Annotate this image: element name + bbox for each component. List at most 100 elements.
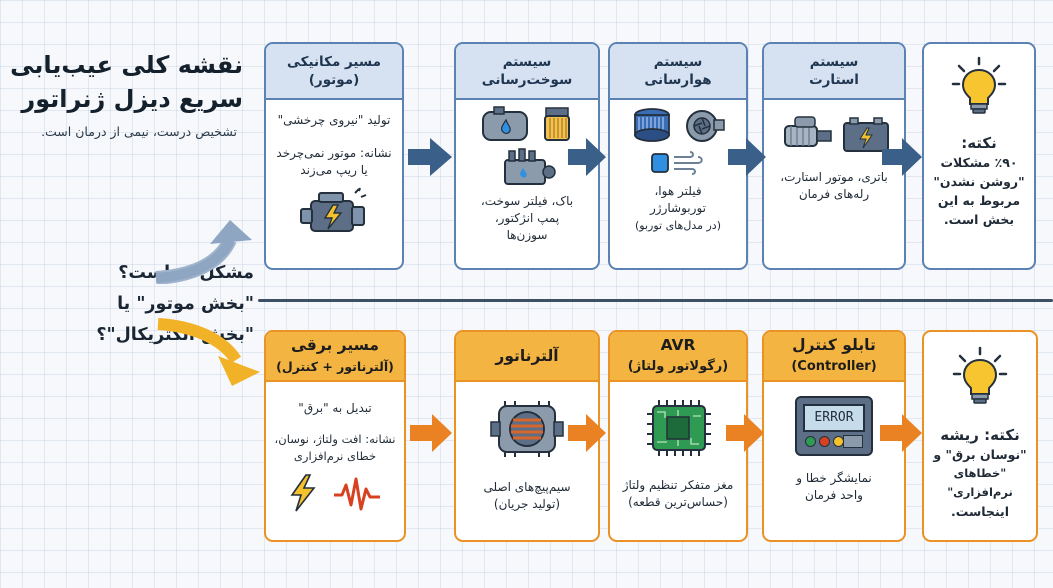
tip-line-3: مربوط به این xyxy=(937,193,1021,208)
card-title: آلترناتور xyxy=(495,346,559,365)
chip-icon xyxy=(647,400,711,456)
question-text: مشکل کجاست؟ "بخش موتور" یا "بخش الکتریکا… xyxy=(14,258,254,351)
card-air-system: سیستم هوارسانی فیلتر هوا، توربوشارژر (در… xyxy=(608,42,748,270)
card-header: سیستم سوخت‌رسانی xyxy=(456,44,598,100)
question-line-2: "بخش موتور" یا xyxy=(117,294,254,314)
card-desc-line-2: پمپ انژکتور، xyxy=(494,211,560,225)
wave-icon xyxy=(334,477,380,511)
card-subtitle: (موتور) xyxy=(308,72,360,88)
card-desc-line-1: مغز متفکر تنظیم ولتاژ xyxy=(622,478,734,492)
card-mechanical-path: مسیر مکانیکی (موتور) تولید "نیروی چرخشی"… xyxy=(264,42,404,270)
tip-card-electrical: نکته: ریشه "نوسان برق" و "خطاهای نرم‌افز… xyxy=(922,330,1038,542)
page-title: نقشه کلی عیب‌یابی سریع دیزل ژنراتور xyxy=(3,48,243,116)
card-alternator: آلترناتور سیم‌پیچ‌های اصلی (تولید جریان) xyxy=(454,330,600,542)
battery-icon xyxy=(842,117,889,152)
controller-screen: ERROR xyxy=(803,404,865,432)
card-body: ERROR نمایشگر خطا و واحد فرمان xyxy=(764,382,904,504)
arrow-right-icon xyxy=(726,414,764,452)
card-title: مسیر مکانیکی xyxy=(286,54,382,70)
injection-pump-icon xyxy=(504,148,556,185)
card-desc-line-2: رله‌های فرمان xyxy=(798,187,870,201)
fuel-tank-icon xyxy=(482,106,528,141)
card-body: باک، فیلتر سوخت، پمپ انژکتور، سوزن‌ها xyxy=(456,100,598,244)
title-line-1: نقشه کلی عیب‌یابی xyxy=(10,51,243,79)
card-desc-line-1: فیلتر هوا، xyxy=(654,184,702,198)
card-sign-line-1: نشانه: افت ولتاژ، نوسان، xyxy=(274,432,396,446)
lightbulb-icon xyxy=(951,56,1007,114)
card-desc-line-2: (تولید جریان) xyxy=(493,497,561,511)
card-body: تولید "نیروی چرخشی" نشانه: موتور نمی‌چرخ… xyxy=(266,100,402,244)
card-desc-line-1: سیم‌پیچ‌های اصلی xyxy=(483,480,571,494)
engine-check-icon xyxy=(300,187,367,232)
card-title: مسیر برقی xyxy=(290,336,380,354)
turbocharger-icon xyxy=(686,110,725,142)
card-title: تابلو کنترل xyxy=(792,336,876,354)
arrow-right-icon xyxy=(568,414,606,452)
card-desc-line-1: باک، فیلتر سوخت، xyxy=(480,194,574,208)
tip-lead: نکته: xyxy=(961,134,997,152)
tip-line-4: بخش است. xyxy=(943,212,1015,227)
card-body: باتری، موتور استارت، رله‌های فرمان xyxy=(764,100,904,203)
arrow-right-icon xyxy=(728,138,766,176)
lightbulb-icon xyxy=(952,346,1008,404)
card-avr: AVR (رگولاتور ولتاژ) مغز متفکر تنظیم ولت… xyxy=(608,330,748,542)
card-controller: تابلو کنترل (Controller) ERROR نمایشگر خ… xyxy=(762,330,906,542)
curved-arrow-down-icon xyxy=(157,318,260,386)
tip-line-1: ٪۹۰ مشکلات xyxy=(940,155,1018,170)
starter-motor-icon xyxy=(784,116,832,147)
card-body: تبدیل به "برق" نشانه: افت ولتاژ، نوسان، … xyxy=(266,382,404,513)
card-header: مسیر مکانیکی (موتور) xyxy=(266,44,402,100)
card-title: سیستم xyxy=(502,54,552,70)
card-electrical-path: مسیر برقی (آلترناتور + کنترل) تبدیل به "… xyxy=(264,330,406,542)
card-body: مغز متفکر تنظیم ولتاژ (حساس‌ترین قطعه) xyxy=(610,382,746,511)
card-subtitle: استارت xyxy=(809,72,859,88)
card-sign-line-1: نشانه: موتور نمی‌چرخد xyxy=(276,146,392,160)
tip-text: نکته: ریشه "نوسان برق" و "خطاهای نرم‌افز… xyxy=(924,426,1036,521)
card-title: سیستم xyxy=(653,54,703,70)
air-filter-icon xyxy=(634,108,670,142)
card-subtitle: سوخت‌رسانی xyxy=(481,72,573,88)
card-sign-line-2: یا ریپ می‌زند xyxy=(300,163,368,177)
card-desc-line-1: نمایشگر خطا و xyxy=(796,471,872,485)
card-desc: تبدیل به "برق" xyxy=(298,401,372,415)
arrow-right-icon xyxy=(410,414,452,452)
title-line-2: سریع دیزل ژنراتور xyxy=(21,85,243,113)
subtitle: تشخیص درست، نیمی از درمان است. xyxy=(41,124,237,139)
card-desc: تولید "نیروی چرخشی" xyxy=(277,113,391,127)
tip-text: نکته: ٪۹۰ مشکلات "روشن نشدن" مربوط به ای… xyxy=(924,134,1034,229)
card-header: آلترناتور xyxy=(456,332,598,382)
arrow-right-icon xyxy=(882,138,922,176)
card-subtitle: هوارسانی xyxy=(644,72,712,88)
air-intake-icon xyxy=(651,151,703,175)
tip-line-3: اینجاست. xyxy=(950,504,1010,519)
card-subtitle: (رگولاتور ولتاژ) xyxy=(627,359,729,374)
card-fuel-system: سیستم سوخت‌رسانی باک، فیلتر سوخت، پمپ xyxy=(454,42,600,270)
arrow-right-icon xyxy=(568,138,606,176)
tip-line-2: "روشن نشدن" xyxy=(933,174,1025,189)
tip-lead: نکته: ریشه xyxy=(940,426,1020,444)
card-sign-line-2: خطای نرم‌افزاری xyxy=(293,449,377,463)
card-header: سیستم استارت xyxy=(764,44,904,100)
tip-line-1: "نوسان برق" و xyxy=(933,447,1027,462)
tip-card-mechanical: نکته: ٪۹۰ مشکلات "روشن نشدن" مربوط به ای… xyxy=(922,42,1036,270)
row-divider xyxy=(258,299,1053,302)
card-title: سیستم xyxy=(809,54,859,70)
card-title: AVR xyxy=(660,336,696,354)
card-desc-line-2: واحد فرمان xyxy=(805,488,863,502)
alternator-icon xyxy=(490,401,564,457)
card-header: AVR (رگولاتور ولتاژ) xyxy=(610,332,746,382)
arrow-right-icon xyxy=(408,138,452,176)
card-desc-line-3: سوزن‌ها xyxy=(506,228,548,242)
card-header: مسیر برقی (آلترناتور + کنترل) xyxy=(266,332,404,382)
arrow-right-icon xyxy=(880,414,922,452)
controller-icon: ERROR xyxy=(795,396,873,456)
card-subtitle: (آلترناتور + کنترل) xyxy=(276,359,394,374)
card-desc-line-2: (حساس‌ترین قطعه) xyxy=(628,495,728,509)
card-header: سیستم هوارسانی xyxy=(610,44,746,100)
tip-line-2: "خطاهای نرم‌افزاری" xyxy=(947,466,1013,499)
card-body: فیلتر هوا، توربوشارژر (در مدل‌های توربو) xyxy=(610,100,746,234)
card-body: سیم‌پیچ‌های اصلی (تولید جریان) xyxy=(456,382,598,513)
lightning-icon xyxy=(290,474,316,512)
card-header: تابلو کنترل (Controller) xyxy=(764,332,904,382)
curved-arrow-up-icon xyxy=(155,220,252,284)
